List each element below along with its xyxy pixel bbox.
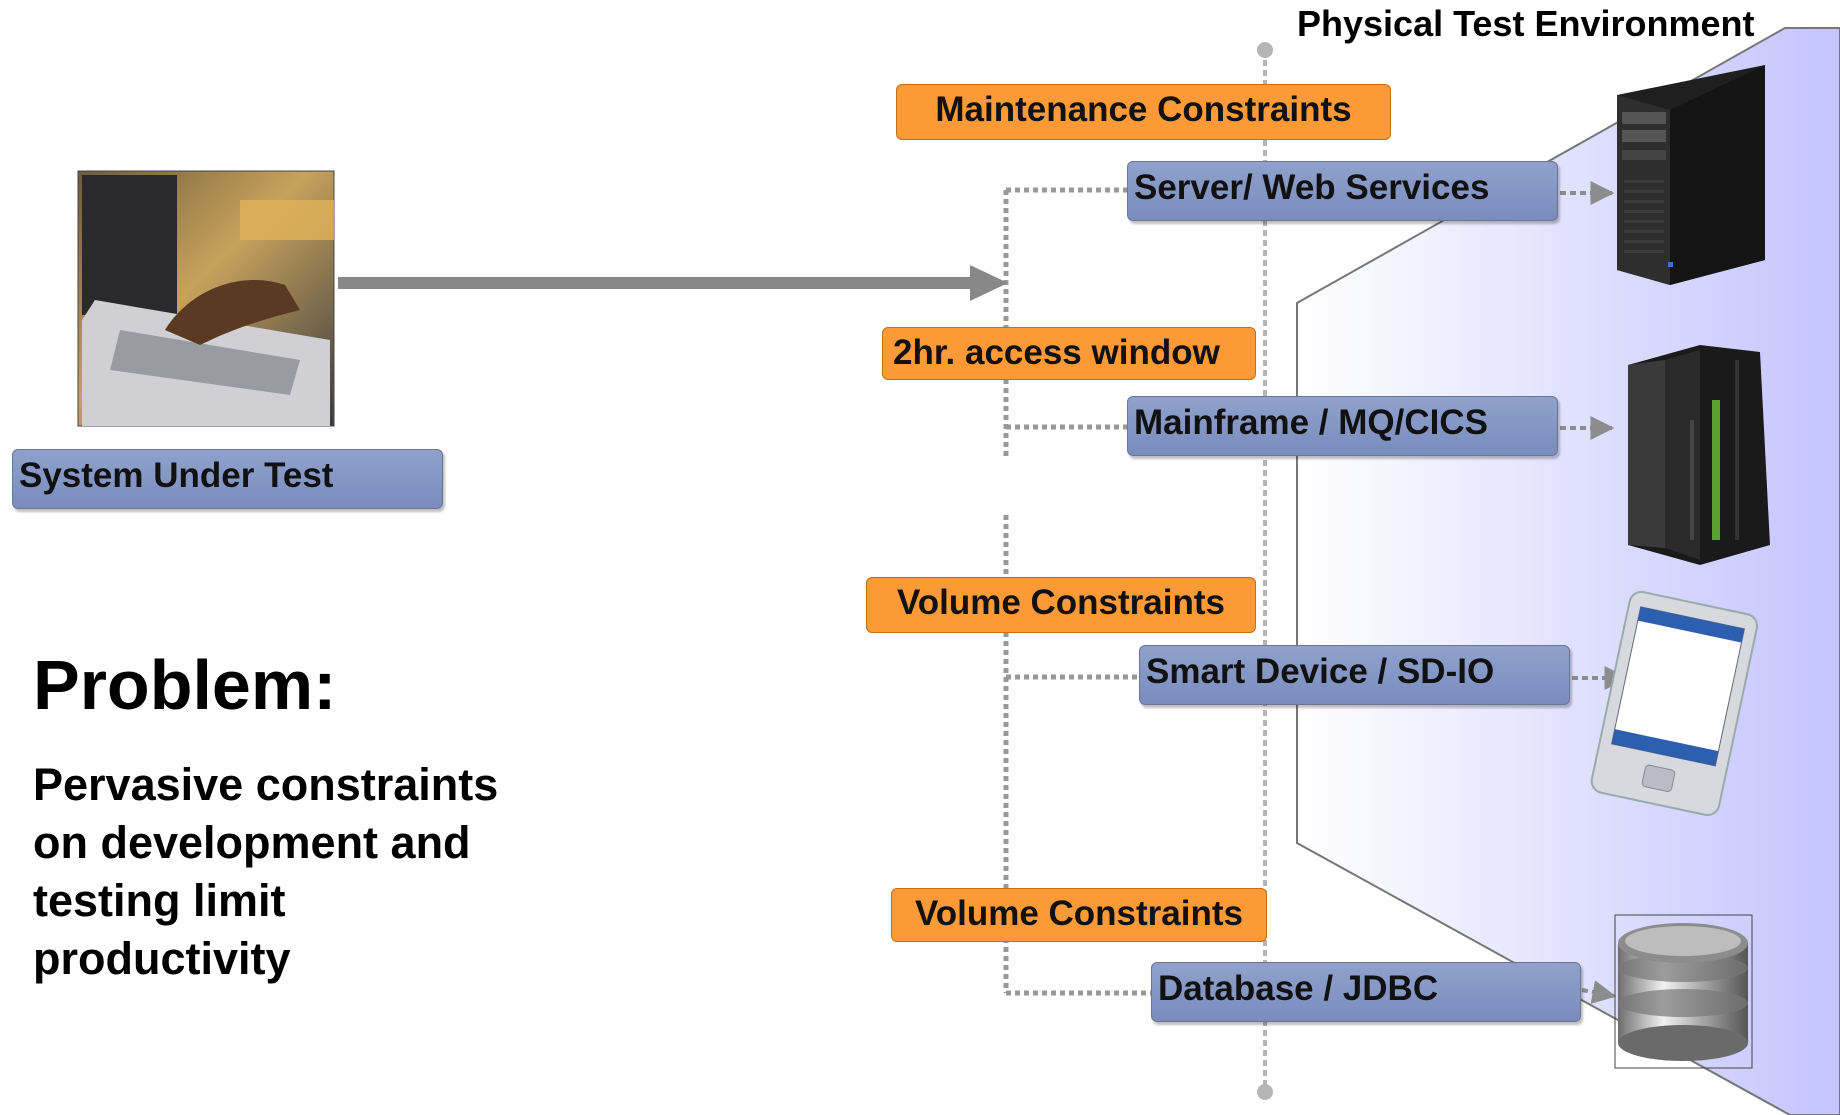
main-arrow-head	[970, 265, 1008, 301]
volume-constraints-box-1: Volume Constraints	[866, 577, 1256, 633]
mainframe-box: Mainframe / MQ/CICS	[1127, 396, 1558, 456]
smart-device-box: Smart Device / SD-IO	[1139, 645, 1570, 705]
smart-device-icon	[1590, 590, 1759, 817]
spine-top-node	[1257, 42, 1273, 58]
problem-line: on development and	[33, 817, 471, 868]
problem-line: Pervasive constraints	[33, 759, 499, 810]
server-web-services-box: Server/ Web Services	[1127, 161, 1558, 221]
system-under-test-label: System Under Test	[12, 449, 443, 509]
server-tower-icon	[1617, 65, 1765, 285]
problem-description: Pervasive constraints on development and…	[33, 756, 498, 988]
maintenance-constraints-box: Maintenance Constraints	[896, 84, 1391, 140]
volume-constraints-box-2: Volume Constraints	[891, 888, 1267, 942]
mainframe-icon	[1628, 345, 1770, 565]
environment-title: Physical Test Environment	[1297, 3, 1755, 44]
spine-bottom-node	[1257, 1084, 1273, 1100]
problem-line: testing limit	[33, 875, 286, 926]
access-window-box: 2hr. access window	[882, 327, 1256, 380]
environment-panel	[1296, 27, 1840, 1115]
database-icon	[1614, 914, 1753, 1069]
database-box: Database / JDBC	[1151, 962, 1581, 1022]
user-at-keyboard-image	[77, 170, 335, 427]
problem-title: Problem:	[33, 646, 337, 724]
arrow-to-database	[1581, 980, 1617, 1004]
problem-line: productivity	[33, 933, 291, 984]
